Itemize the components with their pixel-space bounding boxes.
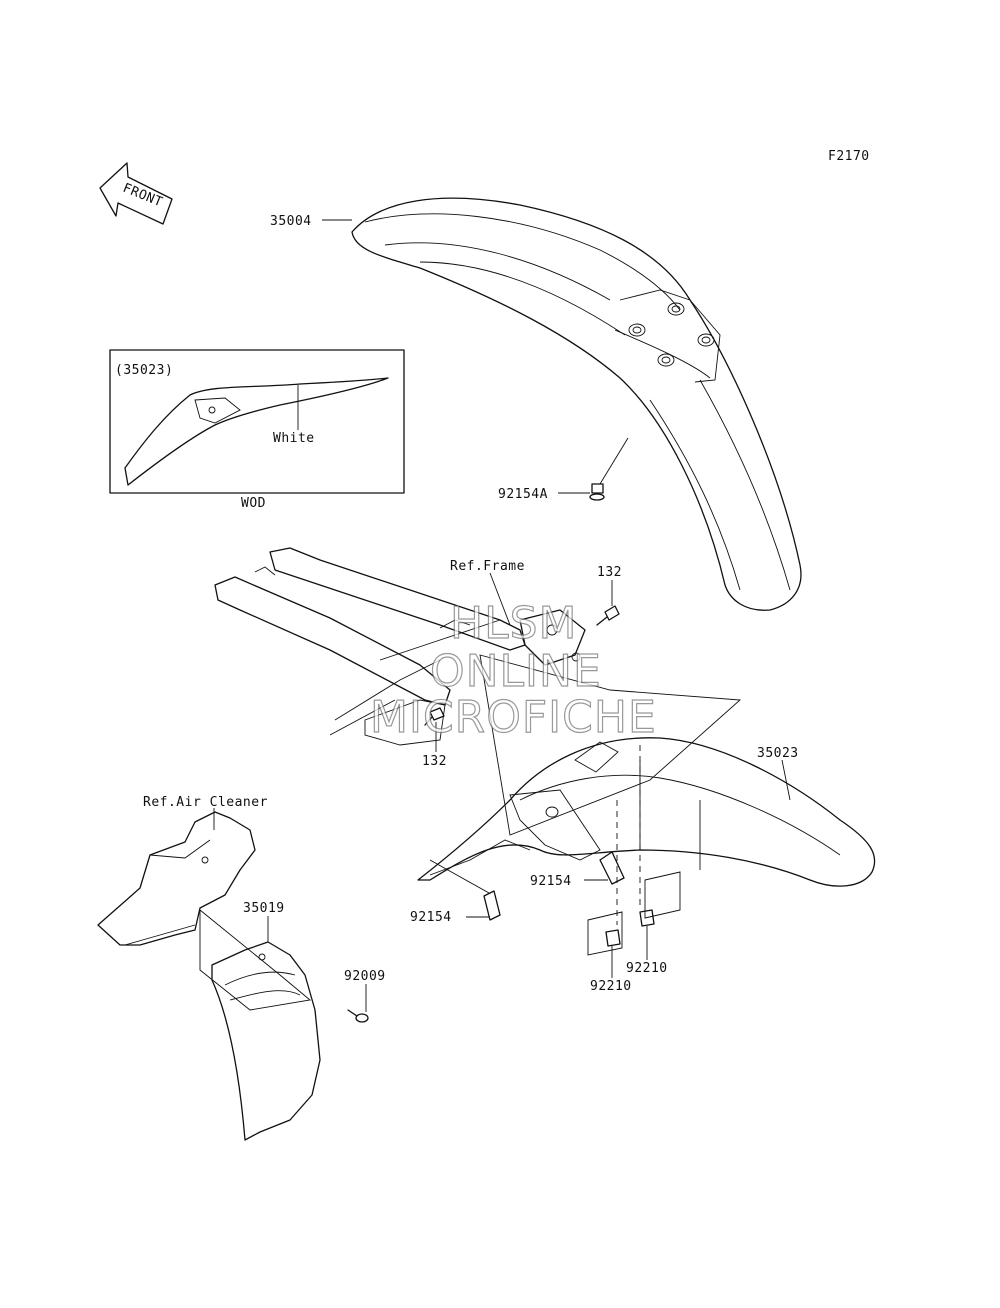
part-35023: 35023	[757, 746, 799, 761]
bolt-132-lower-icon	[424, 707, 445, 752]
bolt-92154-right-icon	[584, 851, 625, 885]
front-arrow-label: FRONT	[121, 181, 165, 211]
part-132-upper: 132	[597, 565, 622, 580]
part-92154-left: 92154	[410, 910, 452, 925]
front-arrow-icon: FRONT	[99, 162, 173, 225]
mudguard	[211, 916, 321, 1141]
nut-92210-icon	[605, 929, 621, 978]
part-92009: 92009	[344, 969, 386, 984]
air-cleaner-ref	[97, 808, 256, 946]
bolt-132-upper-icon	[596, 580, 620, 626]
ref-frame: Ref.Frame	[450, 559, 525, 574]
watermark-line-3: MICROFICHE	[370, 692, 657, 743]
front-fender	[351, 197, 802, 611]
watermark-line-1: HLSM	[450, 598, 578, 649]
diagram-code: F2170	[828, 149, 870, 164]
part-92154a: 92154A	[498, 487, 548, 502]
part-35019: 35019	[243, 901, 285, 916]
rear-fender	[417, 737, 876, 887]
watermark: HLSM ONLINE MICROFICHE	[369, 597, 657, 743]
part-92210-b: 92210	[590, 979, 632, 994]
part-132-lower: 132	[422, 754, 447, 769]
bolt-92154a-icon	[589, 437, 629, 501]
rear-frame	[214, 547, 586, 746]
nut-92210-icon	[639, 909, 655, 960]
part-92154-right: 92154	[530, 874, 572, 889]
wod-inset-box: (35023) White	[109, 349, 405, 494]
inset-color-note: White	[273, 431, 315, 446]
bolt-92154-left-icon	[429, 859, 501, 921]
inset-caption: WOD	[241, 496, 266, 511]
part-35004: 35004	[270, 214, 312, 229]
ref-air-cleaner: Ref.Air Cleaner	[143, 795, 268, 810]
watermark-line-2: ONLINE	[430, 646, 602, 697]
screw-92009-icon	[347, 984, 369, 1023]
part-92210-a: 92210	[626, 961, 668, 976]
inset-part-ref: (35023)	[115, 363, 173, 378]
